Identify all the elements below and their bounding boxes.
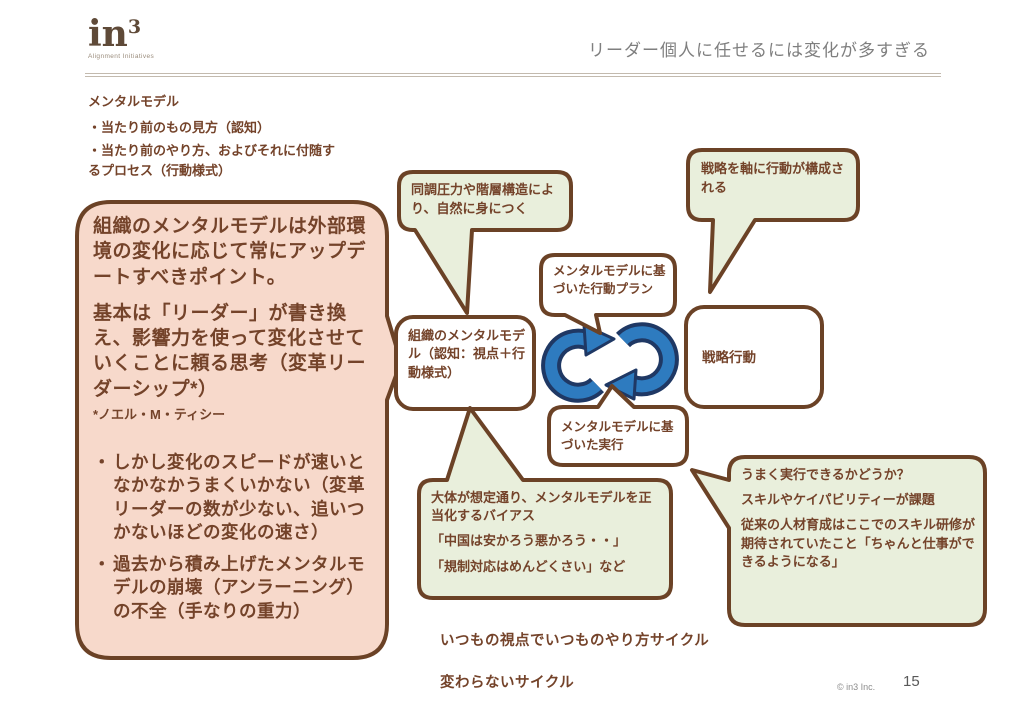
header-divider (85, 73, 941, 77)
page-number: 15 (903, 673, 920, 690)
page-title: リーダー個人に任せるには変化が多すぎる (588, 41, 930, 60)
mental-model-box (394, 315, 536, 411)
pink-bubble-content: 組織のメンタルモデルは外部環境の変化に応じて常にアップデートすべきポイント。 基… (93, 214, 375, 632)
conformity-bubble-text: 同調圧力や階層構造により、自然に身につく (411, 182, 555, 216)
logo-subtitle: Alignment Initiatives (88, 53, 155, 60)
logo: in3 Alignment Initiatives (88, 16, 154, 60)
mental-model-notes: メンタルモデル ・当たり前のもの見方（認知） ・当たり前のやり方、およびそれに付… (88, 92, 340, 184)
cycle-caption: 変わらないサイクル (440, 675, 575, 691)
conformity-bubble (397, 170, 573, 315)
pink-bullet: ・ 過去から積み上げたメンタルモデルの崩壊（アンラーニング）の不全（手なりの重力… (93, 553, 375, 623)
check-line: 従来の人材育成はここでのスキル研修が期待されていたこと「ちゃんと仕事ができるよう… (741, 517, 976, 569)
strategy-action-box-text: 戦略行動 (702, 350, 756, 365)
action-plan-bubble-text: メンタルモデルに基づいた行動プラン (553, 264, 666, 296)
check-line: うまく実行できるかどうか？ (741, 467, 910, 482)
strategy-forms-bubble-text: 戦略を軸に行動が構成される (701, 161, 845, 195)
notes-item: ・当たり前のもの見方（認知） (88, 119, 271, 135)
bias-line: 「規制対応はめんどくさい」など (431, 558, 626, 574)
execution-check-bubble (690, 455, 987, 627)
notes-heading: メンタルモデル (88, 94, 180, 109)
check-line: スキルやケイパビリティーが課題 (741, 492, 935, 508)
pink-bullet-text: しかし変化のスピードが速いとなかなかうまくいかない（変革リーダーの数が少ない、追… (113, 452, 365, 542)
execution-bubble (547, 384, 689, 467)
copyright: © in3 Inc. (837, 682, 876, 692)
bullet-marker: ・ (93, 554, 111, 575)
mental-model-box-text: 組織のメンタルモデル（認知：視点＋行動様式） (408, 328, 526, 380)
cycle-caption: いつもの視点でいつものやり方サイクル (440, 633, 710, 649)
bullet-marker: ・ (93, 452, 111, 473)
logo-text: in3 (88, 13, 142, 55)
notes-item: ・当たり前のやり方、およびそれに付随するプロセス（行動様式） (88, 143, 336, 178)
pink-bullet: ・ しかし変化のスピードが速いとなかなかうまくいかない（変革リーダーの数が少ない… (93, 451, 375, 544)
pink-footnote: *ノエル・M・ティシー (93, 406, 226, 422)
bias-bubble (417, 406, 673, 600)
bias-line: 「中国は安かろう悪かろう・・」 (431, 533, 627, 549)
pink-bullet-text: 過去から積み上げたメンタルモデルの崩壊（アンラーニング）の不全（手なりの重力） (113, 554, 365, 621)
bias-line: 大体が想定通り、メンタルモデルを正当化するバイアス (431, 490, 652, 524)
pink-bullet-list: ・ しかし変化のスピードが速いとなかなかうまくいかない（変革リーダーの数が少ない… (93, 451, 375, 623)
cycle-arrows-icon (541, 322, 679, 403)
pink-paragraph: 組織のメンタルモデルは外部環境の変化に応じて常にアップデートすべきポイント。 (93, 216, 367, 288)
action-plan-bubble (539, 253, 677, 335)
strategy-forms-bubble (686, 148, 860, 294)
bias-bubble-content: 大体が想定通り、メンタルモデルを正当化するバイアス 「中国は安かろう悪かろう・・… (431, 489, 659, 583)
strategy-action-box (684, 305, 824, 409)
pink-paragraph: 基本は「リーダー」が書き換え、影響力を使って変化させていくことに頼る思考（変革リ… (93, 302, 367, 400)
execution-bubble-text: メンタルモデルに基づいた実行 (561, 420, 674, 452)
pink-speech-bubble (75, 200, 403, 660)
execution-check-bubble-content: うまく実行できるかどうか？ スキルやケイパビリティーが課題 従来の人材育成はここ… (741, 466, 975, 578)
